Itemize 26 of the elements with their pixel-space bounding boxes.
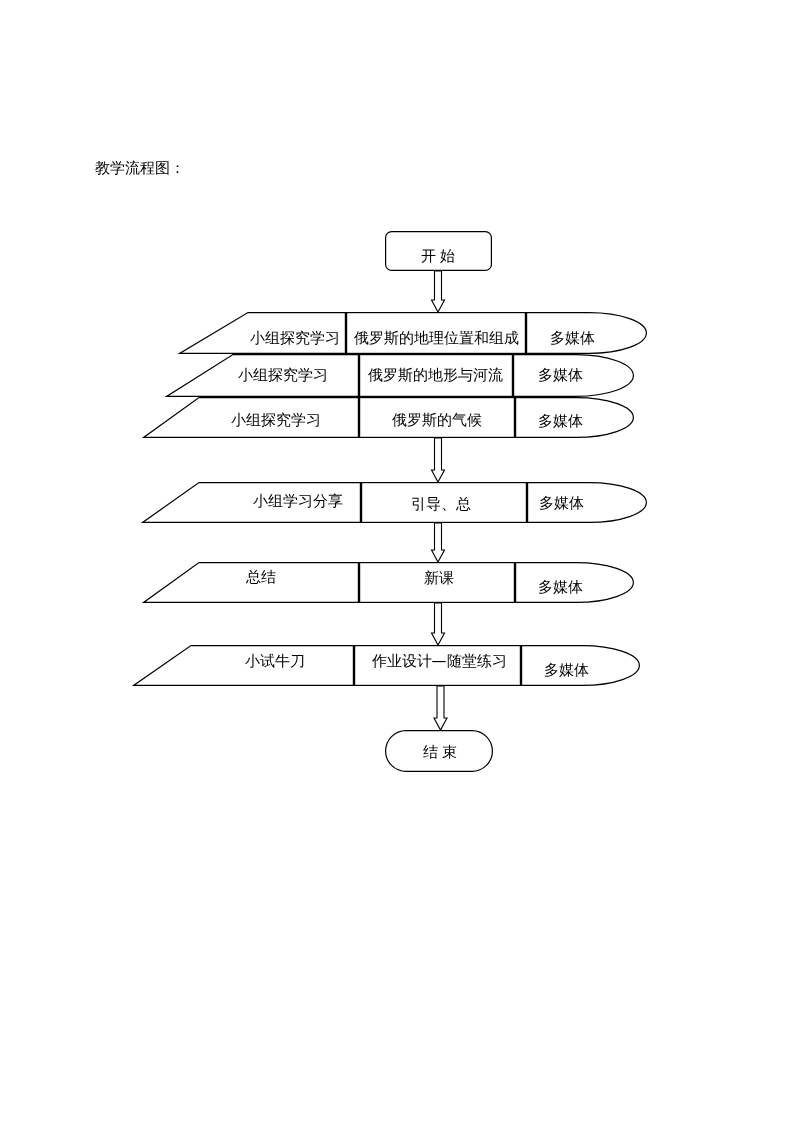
node-label: 小组探究学习 xyxy=(238,367,328,383)
node-label: 多媒体 xyxy=(549,330,595,346)
block-arrow xyxy=(430,270,446,314)
block-arrow xyxy=(430,522,446,564)
node-label: 开 始 xyxy=(420,248,456,264)
node-label: 多媒体 xyxy=(538,495,584,511)
node-label: 多媒体 xyxy=(537,413,583,429)
block-arrow xyxy=(430,437,446,484)
node-label: 结 束 xyxy=(422,744,458,760)
node-label: 小组探究学习 xyxy=(231,412,321,428)
node-label: 小试牛刀 xyxy=(245,653,305,669)
block-arrow xyxy=(430,602,446,647)
node-label: 新课 xyxy=(424,570,454,586)
node-label: 小组学习分享 xyxy=(253,493,343,509)
node-label: 俄罗斯的地形与河流 xyxy=(367,367,503,383)
heading: 教学流程图： xyxy=(95,161,185,176)
node-label: 俄罗斯的气候 xyxy=(392,412,482,428)
node-label: 俄罗斯的地理位置和组成 xyxy=(353,330,519,346)
block-arrow xyxy=(433,685,448,732)
node-label: 多媒体 xyxy=(543,662,589,678)
node-label: 总结 xyxy=(246,569,276,585)
node-label: 引导、总 xyxy=(411,496,471,512)
node-label: 多媒体 xyxy=(537,579,583,595)
node-label: 多媒体 xyxy=(537,367,583,383)
node-label: 小组探究学习 xyxy=(250,330,340,346)
node-label: 作业设计—随堂练习 xyxy=(371,653,507,669)
